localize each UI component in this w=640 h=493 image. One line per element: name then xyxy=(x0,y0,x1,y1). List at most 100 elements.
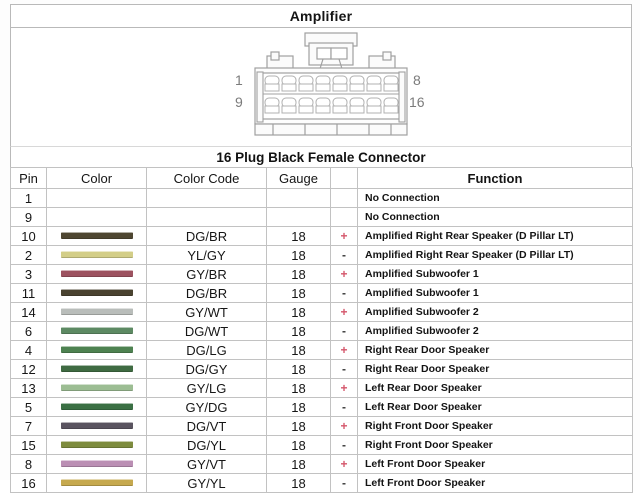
cell-gauge: 18 xyxy=(266,226,331,246)
cell-function: Amplified Right Rear Speaker (D Pillar L… xyxy=(357,245,633,265)
cell-pin: 1 xyxy=(10,188,47,208)
cell-gauge: 18 xyxy=(266,245,331,265)
connector-pin-label-8: 8 xyxy=(413,72,421,88)
amplifier-pinout-page: Amplifier xyxy=(10,4,633,493)
cell-wire-color-swatch xyxy=(46,302,147,322)
cell-color-code: GY/VT xyxy=(146,454,267,474)
column-header-color-code: Color Code xyxy=(146,167,267,189)
cell-polarity: + xyxy=(330,264,358,284)
column-header-color: Color xyxy=(46,167,147,189)
cell-gauge: 18 xyxy=(266,264,331,284)
cell-pin: 4 xyxy=(10,340,47,360)
cell-polarity: - xyxy=(330,321,358,341)
cell-color-code: DG/LG xyxy=(146,340,267,360)
cell-pin: 6 xyxy=(10,321,47,341)
wire-swatch xyxy=(60,479,133,487)
cell-color-code: YL/GY xyxy=(146,245,267,265)
cell-polarity: + xyxy=(330,340,358,360)
wire-swatch xyxy=(60,403,133,411)
cell-polarity xyxy=(330,188,358,208)
wire-swatch xyxy=(60,346,133,354)
cell-polarity: - xyxy=(330,359,358,379)
cell-gauge: 18 xyxy=(266,435,331,455)
cell-polarity: + xyxy=(330,378,358,398)
connector-illustration: 1 8 9 16 xyxy=(227,30,435,144)
wire-swatch xyxy=(60,422,133,430)
cell-gauge: 18 xyxy=(266,340,331,360)
cell-wire-color-swatch xyxy=(46,207,147,227)
cell-wire-color-swatch xyxy=(46,435,147,455)
wire-swatch xyxy=(60,384,133,392)
cell-pin: 2 xyxy=(10,245,47,265)
connector-diagram-band: 1 8 9 16 xyxy=(10,28,632,146)
cell-color-code: DG/WT xyxy=(146,321,267,341)
cell-wire-color-swatch xyxy=(46,416,147,436)
cell-function: No Connection xyxy=(357,207,633,227)
connector-pin-label-9: 9 xyxy=(235,94,243,110)
cell-function: Left Rear Door Speaker xyxy=(357,397,633,417)
pinout-table-header: Pin Color Color Code Gauge Function xyxy=(10,167,633,189)
cell-pin: 16 xyxy=(10,473,47,493)
cell-pin: 7 xyxy=(10,416,47,436)
wire-swatch xyxy=(60,327,133,335)
cell-color-code xyxy=(146,207,267,227)
wire-swatch xyxy=(60,270,133,278)
cell-polarity: - xyxy=(330,245,358,265)
connector-subtitle-band: 16 Plug Black Female Connector xyxy=(10,146,632,167)
cell-color-code: DG/YL xyxy=(146,435,267,455)
cell-pin: 5 xyxy=(10,397,47,417)
cell-wire-color-swatch xyxy=(46,473,147,493)
cell-pin: 3 xyxy=(10,264,47,284)
cell-polarity: - xyxy=(330,435,358,455)
column-header-pin: Pin xyxy=(10,167,47,189)
cell-gauge xyxy=(266,188,331,208)
cell-polarity: + xyxy=(330,226,358,246)
cell-gauge: 18 xyxy=(266,359,331,379)
cell-wire-color-swatch xyxy=(46,359,147,379)
cell-pin: 9 xyxy=(10,207,47,227)
cell-polarity: + xyxy=(330,302,358,322)
cell-color-code: GY/DG xyxy=(146,397,267,417)
cell-gauge: 18 xyxy=(266,378,331,398)
cell-gauge: 18 xyxy=(266,321,331,341)
cell-function: Amplified Subwoofer 2 xyxy=(357,302,633,322)
cell-wire-color-swatch xyxy=(46,264,147,284)
cell-pin: 10 xyxy=(10,226,47,246)
cell-function: Amplified Subwoofer 2 xyxy=(357,321,633,341)
cell-gauge: 18 xyxy=(266,283,331,303)
cell-gauge: 18 xyxy=(266,302,331,322)
table-row: 9 No Connection xyxy=(10,207,633,227)
cell-function: Amplified Right Rear Speaker (D Pillar L… xyxy=(357,226,633,246)
cell-color-code: DG/GY xyxy=(146,359,267,379)
cell-function: Left Front Door Speaker xyxy=(357,454,633,474)
cell-function: Amplified Subwoofer 1 xyxy=(357,264,633,284)
cell-gauge xyxy=(266,207,331,227)
cell-wire-color-swatch xyxy=(46,188,147,208)
cell-pin: 15 xyxy=(10,435,47,455)
cell-wire-color-swatch xyxy=(46,378,147,398)
table-header-row: Pin Color Color Code Gauge Function xyxy=(10,167,633,189)
cell-wire-color-swatch xyxy=(46,321,147,341)
cell-function: Right Front Door Speaker xyxy=(357,435,633,455)
cell-polarity: + xyxy=(330,454,358,474)
cell-polarity xyxy=(330,207,358,227)
page-title-band: Amplifier xyxy=(10,4,632,28)
cell-wire-color-swatch xyxy=(46,283,147,303)
cell-wire-color-swatch xyxy=(46,454,147,474)
cell-polarity: - xyxy=(330,473,358,493)
cell-color-code: DG/BR xyxy=(146,226,267,246)
cell-color-code: DG/BR xyxy=(146,283,267,303)
